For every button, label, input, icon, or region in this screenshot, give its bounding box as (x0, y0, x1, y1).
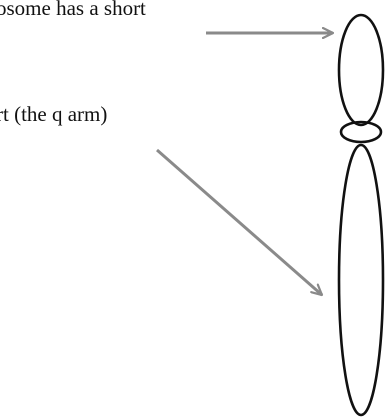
chromosome-icon (339, 15, 383, 415)
arrow-down-right-icon (157, 150, 322, 295)
chromosome-q-arm (339, 145, 383, 415)
chromosome-p-arm (339, 15, 383, 125)
